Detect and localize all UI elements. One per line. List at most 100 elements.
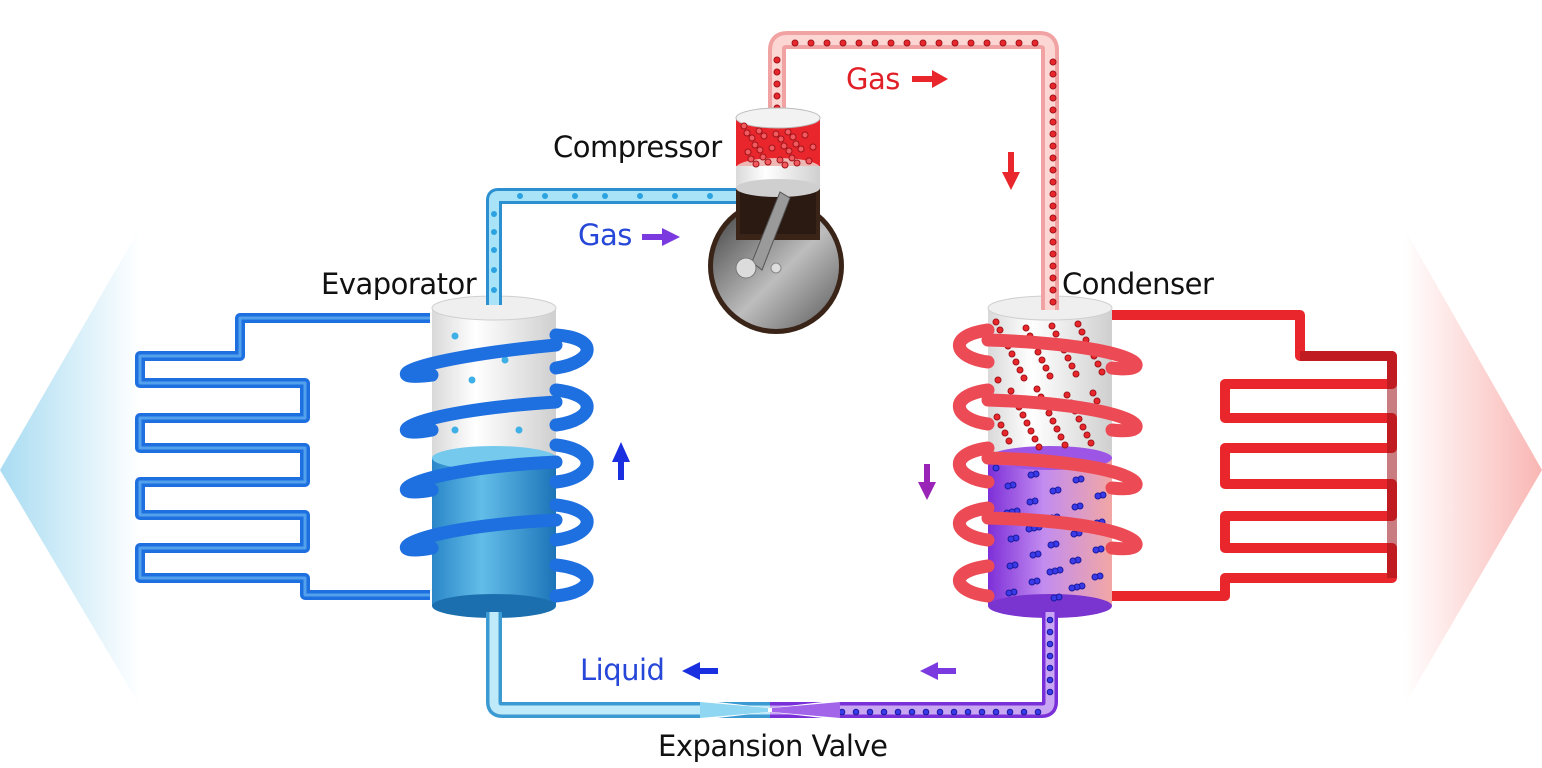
particle-dot (1007, 387, 1015, 395)
particle-dot (1070, 530, 1078, 538)
particle-dot (1092, 546, 1100, 554)
particle-dot (903, 39, 911, 47)
particle-dot (1025, 525, 1033, 533)
particle-dot (1049, 298, 1057, 306)
particle-dot (1049, 178, 1057, 186)
particle-dot (1068, 584, 1076, 592)
particle-dot (759, 153, 767, 161)
particle-dot (637, 193, 643, 199)
particle-dot (978, 708, 986, 716)
particle-dot (1015, 39, 1023, 47)
particle-dot (773, 68, 781, 76)
particle-dot (776, 156, 784, 164)
particle-dot (992, 708, 1000, 716)
particle-dot (1034, 708, 1042, 716)
particle-dot (791, 39, 799, 47)
particle-dot (823, 39, 831, 47)
particle-dot (880, 708, 888, 716)
particle-dot (996, 326, 1004, 334)
particle-dot (1001, 429, 1009, 437)
particle-dot (752, 160, 760, 168)
particle-dot (1049, 417, 1057, 425)
flow-arrow-left-blue-icon (682, 662, 718, 680)
particle-dot (967, 39, 975, 47)
particle-dot (491, 211, 497, 217)
particle-dot (935, 39, 943, 47)
particle-dot (1049, 142, 1057, 150)
evaporator-tank (431, 295, 557, 618)
compressor (708, 107, 844, 334)
particle-dot (1052, 330, 1060, 338)
particle-dot (1046, 676, 1054, 684)
particle-dot (785, 147, 793, 155)
particle-dot (936, 708, 944, 716)
particle-dot (1038, 356, 1046, 364)
particle-dot (789, 133, 797, 141)
particle-dot (1046, 664, 1054, 672)
flow-arrow-right-purple-icon (642, 228, 680, 246)
particle-dot (951, 39, 959, 47)
particle-dot (1046, 628, 1054, 636)
particle-dot (1071, 503, 1079, 511)
particle-dot (491, 287, 497, 293)
particle-dot (748, 134, 756, 142)
particle-dot (755, 127, 763, 135)
particle-dot (1046, 616, 1054, 624)
particle-dot (1046, 652, 1054, 660)
particle-dot (1046, 688, 1054, 696)
particle-dot (801, 131, 809, 139)
particle-dot (1079, 423, 1087, 431)
particle-dot (908, 708, 916, 716)
particle-dot (993, 413, 1001, 421)
particle-dot (871, 39, 879, 47)
particle-dot (491, 229, 497, 235)
particle-dot (756, 146, 764, 154)
particle-dot (1049, 130, 1057, 138)
particle-dot (807, 39, 815, 47)
particle-dot (1049, 94, 1057, 102)
particle-dot (1089, 389, 1097, 397)
particle-dot (1027, 471, 1035, 479)
particle-dot (1019, 411, 1027, 419)
particle-dot (760, 132, 768, 140)
particle-dot (994, 376, 1002, 384)
particle-dot (1028, 578, 1036, 586)
particle-dot (773, 92, 781, 100)
particle-dot (1046, 568, 1054, 576)
cold-side-arrow-icon (0, 228, 140, 706)
particle-dot (572, 193, 578, 199)
particle-dot (805, 157, 813, 165)
particle-dot (491, 247, 497, 253)
particle-dot (1026, 498, 1034, 506)
particle-dot (1012, 358, 1020, 366)
flow-arrow-right-red-icon (912, 70, 948, 88)
particle-dot (1087, 439, 1095, 447)
particle-dot (950, 708, 958, 716)
particle-dot (1074, 320, 1082, 328)
particle-dot (1031, 39, 1039, 47)
particle-dot (1049, 226, 1057, 234)
particle-dot (838, 708, 846, 716)
particle-dot (1093, 397, 1101, 405)
particle-dot (1023, 419, 1031, 427)
particle-dot (1050, 594, 1058, 602)
particle-dot (992, 318, 1000, 326)
particle-dot (773, 56, 781, 64)
particle-dot (1049, 166, 1057, 174)
particle-dot (1049, 154, 1057, 162)
particle-dot (1094, 360, 1102, 368)
particle-dot (919, 39, 927, 47)
particle-dot (781, 161, 789, 169)
particle-dot (1046, 372, 1054, 380)
evaporator-spiral (399, 328, 594, 603)
particle-dot (1020, 708, 1028, 716)
particle-dot (764, 158, 772, 166)
particle-dot (1035, 443, 1043, 451)
expansion-valve-label: Expansion Valve (658, 729, 888, 763)
particle-dot (1047, 541, 1055, 549)
evaporator-label: Evaporator (321, 267, 477, 301)
particle-dot (1049, 487, 1057, 495)
particle-dot (1034, 348, 1042, 356)
particle-dot (1049, 274, 1057, 282)
expansion-valve (700, 700, 840, 720)
